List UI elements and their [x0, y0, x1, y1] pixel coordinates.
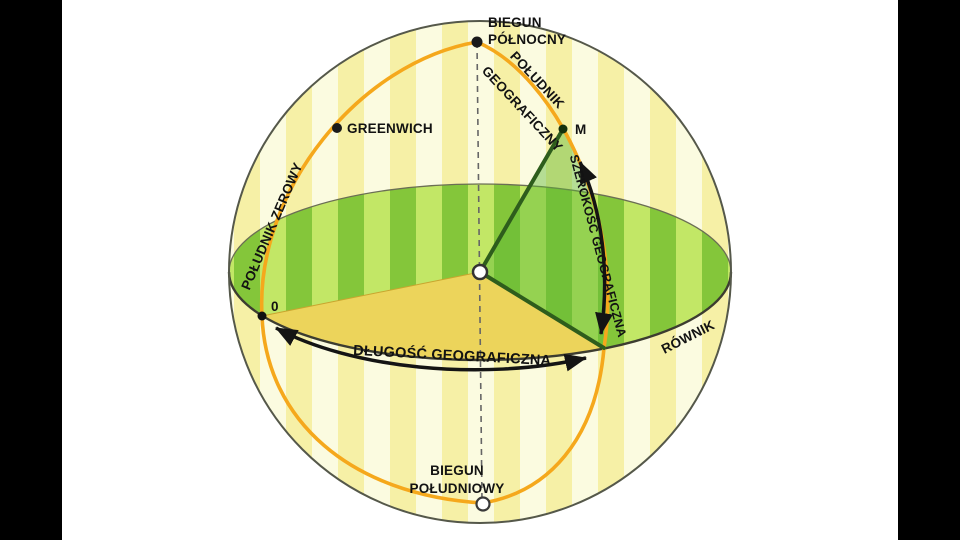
south-pole-point	[475, 496, 491, 512]
north-pole-point	[471, 36, 483, 48]
sphere-outline	[228, 20, 732, 524]
radius-to-m	[478, 127, 565, 274]
longitude-arrow	[275, 326, 587, 372]
sphere-center-point	[471, 263, 489, 281]
north-pole-label-line2: PÓŁNOCNY	[488, 32, 566, 47]
point-zero-dot	[257, 311, 267, 321]
greenwich-label: GREENWICH	[347, 121, 433, 136]
radius-lines	[478, 127, 606, 350]
point-m-label: M	[575, 122, 586, 137]
latitude-arrow	[578, 161, 613, 335]
south-pole-label-line2: POŁUDNIOWY	[410, 481, 505, 496]
point-m-dot	[558, 124, 568, 134]
south-pole-label-line1: BIEGUN	[430, 463, 484, 478]
radius-to-equator-foot	[478, 270, 606, 350]
north-pole-label-line1: BIEGUN	[488, 15, 542, 30]
greenwich-point	[332, 123, 342, 133]
point-zero-label: 0	[271, 299, 279, 314]
latitude-triangle	[480, 129, 606, 348]
